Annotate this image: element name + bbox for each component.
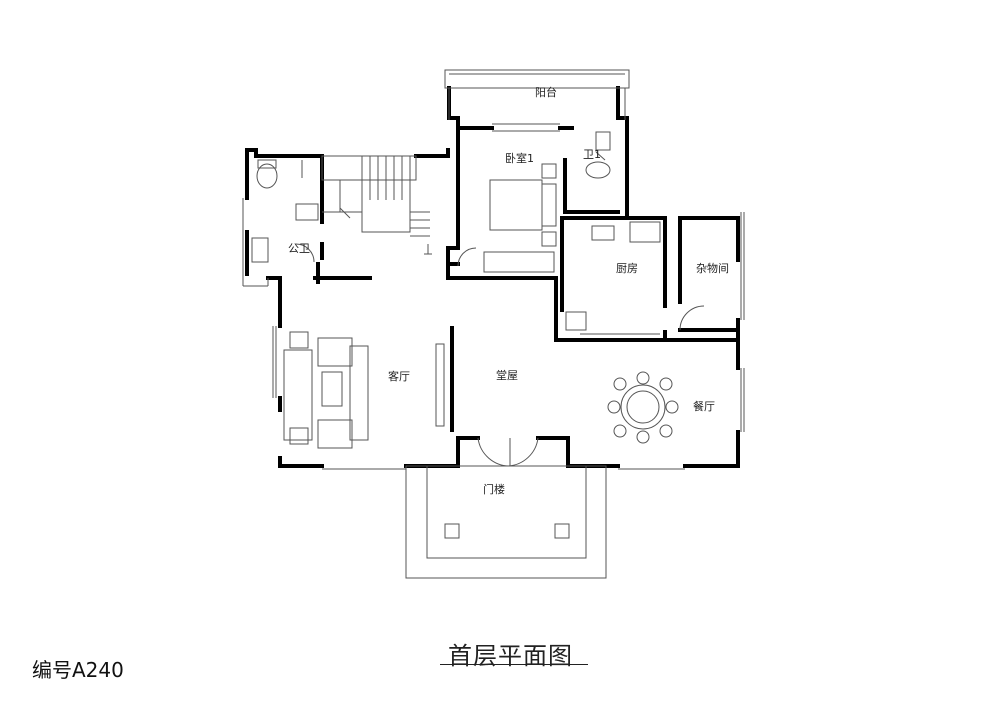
thin-lines <box>242 69 745 579</box>
label-public-bath: 公卫 <box>288 242 310 255</box>
label-dining: 餐厅 <box>693 399 715 413</box>
walls <box>245 86 740 468</box>
room-labels: 阳台 卧室1 卫1 公卫 厨房 杂物间 客厅 堂屋 餐厅 门楼 <box>288 85 729 496</box>
drawing-title: 首层平面图 <box>448 642 573 670</box>
label-balcony: 阳台 <box>535 85 557 99</box>
drawing-code: 编号A240 <box>32 658 124 682</box>
label-hall: 堂屋 <box>496 369 518 382</box>
label-kitchen: 厨房 <box>616 262 638 275</box>
title-underline <box>440 664 588 665</box>
label-bedroom: 卧室1 <box>505 151 534 165</box>
label-porch: 门楼 <box>483 482 505 496</box>
label-storage: 杂物间 <box>696 261 729 275</box>
label-bath1: 卫1 <box>583 148 601 161</box>
label-living: 客厅 <box>388 369 410 383</box>
